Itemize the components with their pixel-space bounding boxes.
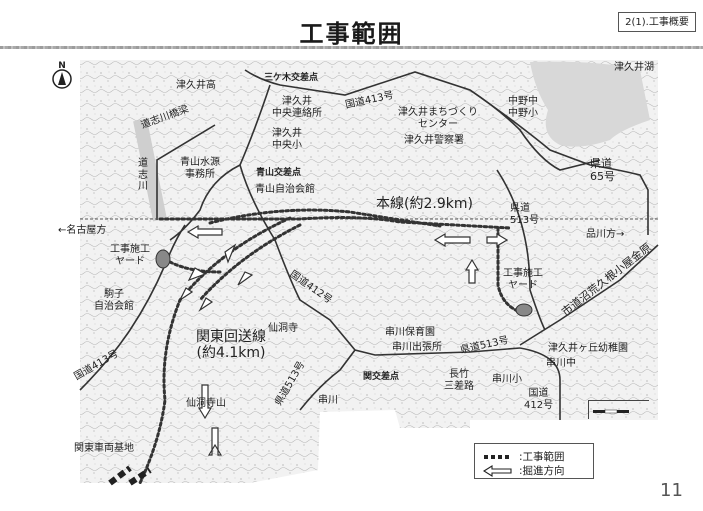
- label-komagi-hall: 駒子自治会館: [94, 289, 134, 312]
- dotted-line-icon: [484, 454, 509, 459]
- label-yard-left: 工事施工ヤード: [110, 244, 150, 267]
- label-sendoji-mountain: 仙洞寺山: [186, 398, 226, 409]
- label-kushikawa-branch: 串川出張所: [392, 342, 442, 353]
- label-kushikawa-jhs: 串川中: [546, 358, 576, 369]
- label-police-station: 津久井警察署: [404, 135, 464, 146]
- page-number: 11: [660, 480, 683, 501]
- label-nagatake-junction: 長竹三差路: [444, 369, 474, 392]
- label-tsukui-high: 津久井高: [176, 80, 216, 91]
- map-legend: :工事範囲 :掘進方向: [474, 443, 594, 479]
- legend-excavation-direction: :掘進方向: [483, 463, 565, 478]
- label-to-shinagawa: 品川方→: [586, 229, 625, 240]
- page-title: 工事範囲: [299, 20, 404, 48]
- label-kushikawa-nursery: 串川保育園: [385, 327, 435, 338]
- label-kanto-return-line: 関東回送線(約4.1km): [196, 329, 266, 362]
- map-area: [80, 60, 658, 483]
- label-kushikawa-es: 串川小: [492, 374, 522, 385]
- yard-left-marker: [155, 249, 171, 269]
- label-tsukuigaoka-kindergarten: 津久井ヶ丘幼稚園: [548, 343, 628, 354]
- map-scale-bar: [588, 400, 649, 419]
- label-aoyama-intersection: 青山交差点: [256, 168, 302, 178]
- label-tsukui-central-es: 津久井中央小: [272, 128, 302, 151]
- label-yard-right: 工事施工ヤード: [503, 268, 543, 291]
- label-tsukui-lake: 津久井湖: [614, 62, 654, 73]
- legend-construction-range: :工事範囲: [483, 449, 565, 464]
- excavation-arrows: [178, 224, 509, 456]
- label-doshi-river: 道志川: [138, 158, 148, 192]
- label-aoyama-hall: 青山自治会館: [255, 184, 315, 195]
- roads: [79, 69, 659, 420]
- lake-area: [530, 61, 650, 147]
- hollow-arrow-icon: [483, 464, 512, 477]
- yard-right-marker: [515, 303, 533, 317]
- section-badge: 2(1).工事概要: [618, 12, 696, 32]
- label-aoyama-water-office: 青山水源事務所: [180, 157, 220, 180]
- label-mikegi-intersection: 三ケ木交差点: [264, 73, 319, 83]
- label-kushikawa: 串川: [318, 395, 338, 406]
- label-kanto-depot: 関東車両基地: [74, 443, 134, 454]
- label-machizukuri-center: 津久井まちづくりセンター: [398, 107, 478, 130]
- label-sendoji: 仙洞寺: [268, 323, 298, 334]
- depot-track: [108, 465, 152, 486]
- label-nakano-schools: 中野中中野小: [508, 96, 538, 119]
- label-seki-intersection: 関交差点: [363, 372, 400, 382]
- header-divider: [0, 46, 703, 49]
- svg-text:N: N: [58, 61, 66, 71]
- label-tsukui-central-office: 津久井中央連絡所: [272, 96, 322, 119]
- north-arrow-icon: N: [52, 61, 72, 89]
- label-main-line: 本線(約2.9km): [376, 196, 473, 212]
- label-to-nagoya: ←名古屋方: [58, 225, 107, 236]
